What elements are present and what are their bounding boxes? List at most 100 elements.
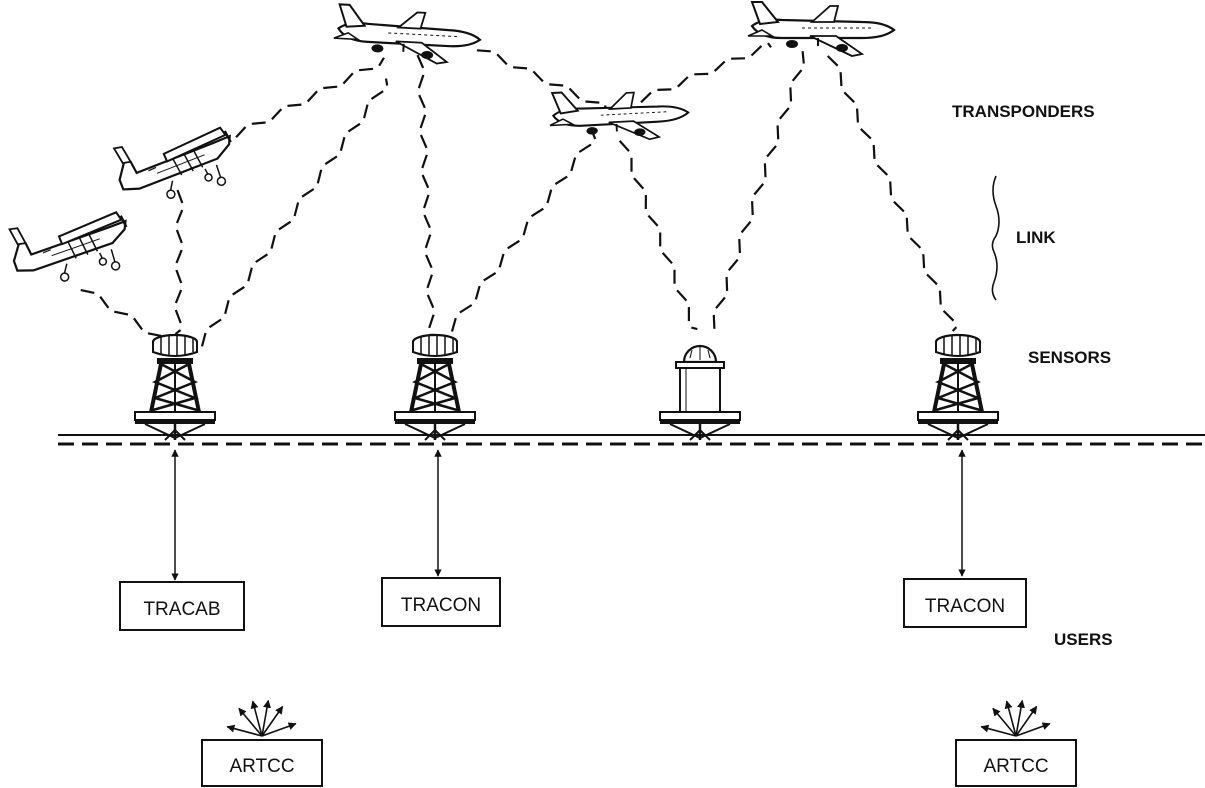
link-dash [740, 220, 752, 234]
link-dash [287, 103, 302, 107]
link-dash [426, 294, 435, 309]
link-dash [423, 194, 430, 209]
link-dash [801, 51, 805, 64]
link-dash [235, 126, 247, 138]
link-dash [727, 258, 739, 272]
link-dash [715, 296, 726, 309]
link-dash [856, 108, 859, 123]
small-plane-icon [7, 209, 134, 289]
link-dash [428, 314, 435, 329]
link-dash [507, 239, 520, 250]
link-dash [419, 114, 427, 129]
link-dash [677, 76, 689, 88]
link-dash [342, 72, 354, 85]
broadcast-arrow [1015, 699, 1025, 737]
link-dash [647, 214, 659, 227]
broadcast-arrows-icon [980, 699, 1051, 737]
link-dash [417, 74, 425, 89]
link-dash [549, 83, 564, 87]
link-dash [839, 72, 843, 87]
broadcast-arrow [261, 722, 297, 737]
link-dash [618, 140, 630, 152]
link-dash [293, 202, 300, 217]
link-dash [750, 45, 763, 57]
link-dash [174, 309, 182, 324]
broadcast-arrow [980, 724, 1017, 737]
link-dash [767, 42, 772, 48]
link-dash [712, 314, 716, 329]
link-dash [426, 274, 433, 289]
broadcast-arrows-icon [226, 699, 297, 737]
link-dash [496, 53, 508, 66]
link-dash [640, 91, 652, 104]
link-dash [568, 87, 580, 100]
link-dash [513, 66, 528, 70]
link-dash [114, 310, 129, 316]
user-label-tracon-2: TRACON [925, 596, 1005, 617]
link-dash [876, 164, 889, 176]
link-dash [423, 214, 431, 229]
link-dash [661, 252, 673, 265]
link-dash [872, 144, 876, 159]
radar-tower-icon [133, 333, 217, 442]
link-dash [316, 169, 323, 184]
link-dash [251, 121, 266, 125]
link-dash [147, 332, 162, 337]
link-dash [384, 78, 389, 86]
link-dash [922, 254, 926, 269]
link-dash [175, 269, 183, 284]
broadcast-arrow [1015, 722, 1051, 737]
link-dash [779, 107, 790, 120]
small-plane-icon [112, 125, 240, 208]
link-dash [450, 317, 457, 332]
link-dash [522, 221, 529, 236]
link-dash [938, 290, 942, 305]
link-dash [826, 55, 839, 67]
user-box-tracab: TRACAB [119, 581, 245, 631]
link-dash [633, 177, 645, 190]
dome-sensor-icon [658, 344, 742, 442]
link-dash [766, 145, 777, 158]
link-dash [174, 329, 182, 335]
link-dash [224, 300, 230, 315]
link-dash [753, 183, 765, 196]
link-dash [421, 174, 430, 189]
user-label-tracab: TRACAB [143, 599, 220, 620]
link-dash [306, 90, 318, 103]
link-brace [991, 175, 1000, 301]
link-dash [789, 87, 793, 102]
link-dash [498, 253, 505, 268]
link-dash [339, 136, 346, 151]
link-dash [80, 289, 95, 294]
link-dash [271, 108, 283, 121]
link-dash [942, 310, 955, 322]
broadcast-arrow [250, 700, 263, 737]
link-dash [546, 189, 553, 204]
link-dash [530, 207, 544, 218]
broadcast-arrow [1004, 700, 1017, 737]
link-dash [905, 217, 909, 232]
user-label-artcc-1: ARTCC [229, 756, 294, 777]
link-dash [255, 253, 269, 263]
user-box-tracon-1: TRACON [381, 577, 501, 627]
link-dash [200, 332, 207, 347]
broadcast-arrow [261, 699, 271, 737]
layer-label-transponders: TRANSPONDERS [952, 102, 1095, 121]
radar-tower-icon [916, 333, 1000, 442]
broadcast-arrow [238, 707, 263, 737]
link-dash [99, 296, 110, 309]
link-dash [370, 90, 384, 100]
link-dash [585, 100, 600, 104]
link-dash [278, 220, 292, 231]
link-dash [270, 234, 276, 249]
user-box-artcc-1: ARTCC [201, 739, 323, 787]
link-dash [554, 175, 568, 186]
layer-label-sensors: SENSORS [1028, 348, 1111, 367]
link-dash [459, 304, 473, 314]
link-dash [208, 318, 222, 329]
link-dash [926, 273, 938, 286]
link-dash [363, 104, 369, 119]
link-dash [133, 317, 143, 331]
link-dash [416, 54, 425, 69]
